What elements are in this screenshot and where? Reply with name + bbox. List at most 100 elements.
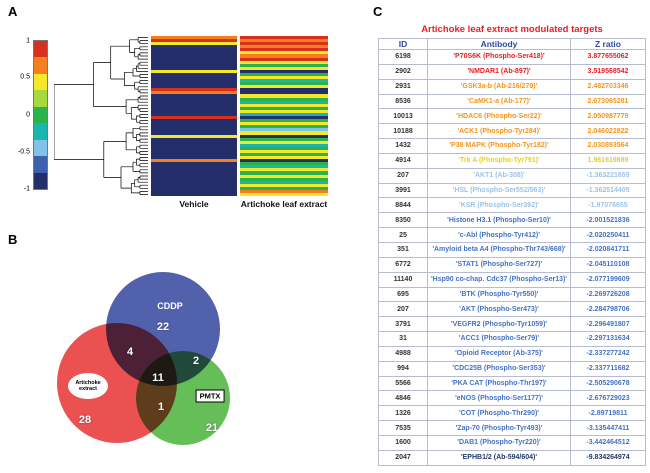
cell-id: 695 [378, 286, 428, 303]
venn-count-cddp-only: 22 [156, 321, 170, 333]
table-row: 3991'HSL (Phospho-Ser552/563)'-1.3625144… [378, 182, 646, 199]
cell-zratio: 2.673065281 [570, 93, 646, 110]
cell-id: 4846 [378, 390, 428, 407]
table-row: 5566'PKA CAT (Phospho-Thr197)'-2.5052906… [378, 375, 646, 392]
cell-zratio: -2.89719811 [570, 405, 646, 422]
cell-zratio: 3.877655062 [570, 49, 646, 65]
cell-zratio: -1.363221659 [570, 167, 646, 184]
cell-zratio: -9.834264974 [570, 449, 646, 467]
table-row: 2047'EPHB1/2 (Ab-594/604)'-9.834264974 [378, 449, 646, 467]
cell-antibody: 'GSK3a-b (Ab-216/279)' [427, 78, 571, 95]
heatmap-column-artichoke [240, 36, 328, 197]
cell-zratio: -1.97076655 [570, 197, 646, 214]
cell-antibody: 'Histone H3.1 (Phospho-Ser10)' [427, 212, 571, 229]
cell-id: 2902 [378, 63, 428, 80]
cell-id: 31 [378, 331, 428, 347]
cell-id: 207 [378, 301, 428, 318]
cell-id: 3791 [378, 316, 428, 333]
heatmap-column-vehicle [151, 36, 237, 197]
venn-count-all-three: 11 [152, 372, 164, 384]
cell-id: 8536 [378, 93, 428, 110]
cell-zratio: -2.284798706 [570, 301, 646, 318]
cell-zratio: -2.337277242 [570, 345, 646, 362]
cell-id: 3991 [378, 182, 428, 199]
header-id: ID [378, 38, 428, 50]
cell-antibody: 'EPHB1/2 (Ab-594/604)' [427, 449, 571, 467]
cell-antibody: 'Amyloid beta A4 (Phospho-Thr743/668)' [427, 241, 571, 258]
cell-antibody: 'P70S6K (Phospho-Ser418)' [427, 49, 571, 65]
venn-count-pmtx-only: 21 [205, 422, 219, 434]
heatmap-colorbar [33, 40, 48, 190]
cell-zratio: -2.505290678 [570, 375, 646, 392]
cell-id: 5566 [378, 375, 428, 392]
cell-antibody: 'Hsp90 co-chap. Cdc37 (Phospho-Ser13)' [427, 271, 571, 288]
heatmap-col-label-artichoke: Artichoke leaf extract [240, 199, 328, 209]
venn-label-cddp: CDDP [157, 301, 183, 311]
panel-a-label: A [8, 4, 18, 19]
cell-id: 10188 [378, 123, 428, 140]
dendrogram [54, 37, 148, 195]
table-row: 6198'P70S6K (Phospho-Ser418)'3.877655062 [378, 49, 646, 65]
table-row: 2902'NMDAR1 (Ab-897)'3.519568542 [378, 63, 646, 80]
table-row: 31'ACC1 (Phospho-Ser79)'-2.297131634 [378, 331, 646, 347]
cell-antibody: 'DAB1 (Phospho-Tyr220)' [427, 434, 571, 451]
panel-c-label: C [373, 4, 383, 19]
cell-antibody: 'AKT (Phospho-Ser473)' [427, 301, 571, 318]
table-row: 8844'KSR (Phospho-Ser392)'-1.97076655 [378, 197, 646, 214]
cell-id: 4914 [378, 152, 428, 169]
table-row: 11140'Hsp90 co-chap. Cdc37 (Phospho-Ser1… [378, 271, 646, 288]
cell-antibody: 'ACC1 (Phospho-Ser79)' [427, 331, 571, 347]
venn-label-artichoke: Artichoke extract [68, 373, 108, 399]
cell-antibody: 'CaMK1-a (Ab-177)' [427, 93, 571, 110]
colorbar-tick-2: 0.5 [20, 73, 30, 81]
cell-id: 1326 [378, 405, 428, 422]
targets-table: ID Antibody Z ratio 6198'P70S6K (Phospho… [378, 38, 646, 467]
cell-id: 2047 [378, 449, 428, 467]
table-row: 4988'Opioid Receptor (Ab-375)'-2.3372772… [378, 345, 646, 362]
table-header-row: ID Antibody Z ratio [378, 38, 646, 50]
cell-zratio: 2.030893564 [570, 138, 646, 154]
table-row: 2931'GSK3a-b (Ab-216/279)'2.482703346 [378, 78, 646, 95]
cell-zratio: -2.001521836 [570, 212, 646, 229]
cell-antibody: 'CDC25B (Phospho-Ser353)' [427, 360, 571, 377]
cell-id: 6198 [378, 49, 428, 65]
cell-zratio: 2.050987779 [570, 108, 646, 125]
cell-id: 4988 [378, 345, 428, 362]
cell-antibody: 'Trk A (Phospho-Tyr791)' [427, 152, 571, 169]
colorbar-tick-5: -1 [23, 185, 30, 193]
cell-zratio: -2.676729023 [570, 390, 646, 407]
cell-antibody: 'Zap-70 (Phospho-Tyr493)' [427, 420, 571, 436]
table-row: 7535'Zap-70 (Phospho-Tyr493)'-3.13544741… [378, 420, 646, 436]
venn-count-cddp-pmtx: 2 [192, 355, 200, 367]
heatmap-col-label-vehicle: Vehicle [179, 199, 209, 209]
cell-antibody: 'NMDAR1 (Ab-897)' [427, 63, 571, 80]
venn-count-artichoke-pmtx: 1 [157, 401, 165, 413]
cell-antibody: 'COT (Phospho-Thr290)' [427, 405, 571, 422]
cell-id: 1600 [378, 434, 428, 451]
table-row: 207'AKT (Phospho-Ser473)'-2.284798706 [378, 301, 646, 318]
cell-id: 7535 [378, 420, 428, 436]
cell-antibody: 'Opioid Receptor (Ab-375)' [427, 345, 571, 362]
colorbar-tick-4: -0.5 [17, 148, 30, 156]
table-row: 695'BTK (Phospho-Tyr550)'-2.269726208 [378, 286, 646, 303]
table-row: 3791'VEGFR2 (Phospho-Tyr1059)'-2.2964918… [378, 316, 646, 333]
cell-antibody: 'HDAC6 (Phospho-Ser22)' [427, 108, 571, 125]
targets-table-body: 6198'P70S6K (Phospho-Ser418)'3.877655062… [378, 49, 646, 467]
cell-zratio: -2.269726208 [570, 286, 646, 303]
cell-id: 25 [378, 227, 428, 243]
cell-id: 8844 [378, 197, 428, 214]
cell-zratio: 1.961619889 [570, 152, 646, 169]
cell-zratio: -2.077199609 [570, 271, 646, 288]
cell-zratio: -2.020250411 [570, 227, 646, 243]
cell-antibody: 'STAT1 (Phospho-Ser727)' [427, 256, 571, 273]
cell-zratio: -3.135447411 [570, 420, 646, 436]
cell-antibody: 'P38 MAPK (Phospho-Tyr182)' [427, 138, 571, 154]
cell-zratio: -2.296491807 [570, 316, 646, 333]
venn-label-pmtx: PMTX [195, 389, 225, 403]
table-row: 10013'HDAC6 (Phospho-Ser22)'2.050987779 [378, 108, 646, 125]
cell-zratio: -2.020841711 [570, 241, 646, 258]
table-row: 1600'DAB1 (Phospho-Tyr220)'-3.442464512 [378, 434, 646, 451]
cell-zratio: -2.297131634 [570, 331, 646, 347]
header-zratio: Z ratio [570, 38, 646, 50]
